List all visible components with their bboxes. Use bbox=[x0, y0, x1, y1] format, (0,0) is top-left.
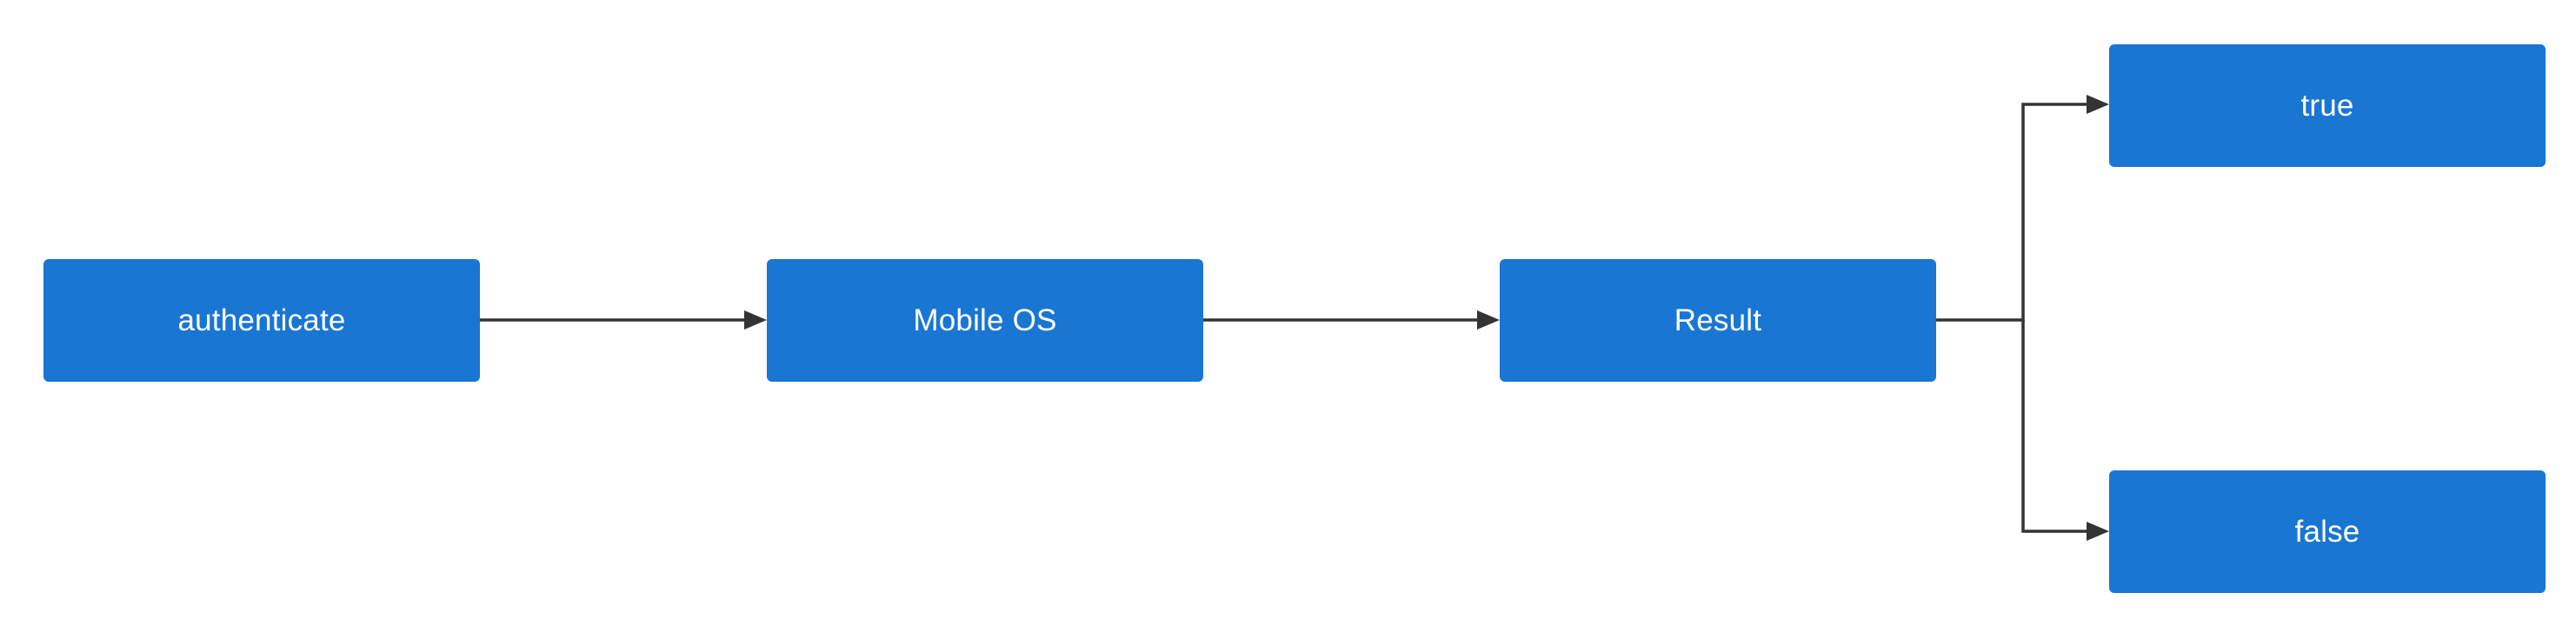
node-label: authenticate bbox=[177, 303, 346, 337]
edge-authenticate-to-mobile-os bbox=[480, 310, 767, 330]
node-result[interactable]: Result bbox=[1500, 259, 1936, 382]
edge-mobile-os-to-result bbox=[1203, 310, 1500, 330]
node-mobile-os[interactable]: Mobile OS bbox=[767, 259, 1203, 382]
arrowhead-icon bbox=[2087, 522, 2109, 541]
node-authenticate[interactable]: authenticate bbox=[43, 259, 480, 382]
node-false[interactable]: false bbox=[2109, 470, 2546, 593]
node-true[interactable]: true bbox=[2109, 44, 2546, 167]
edge-result-to-true bbox=[1936, 95, 2109, 322]
edge-result-to-false bbox=[2021, 320, 2109, 541]
arrowhead-icon bbox=[2087, 95, 2109, 114]
node-label: false bbox=[2294, 514, 2360, 549]
arrowhead-icon bbox=[1477, 310, 1500, 330]
node-label: Result bbox=[1674, 303, 1762, 337]
node-label: Mobile OS bbox=[913, 303, 1057, 337]
arrowhead-icon bbox=[744, 310, 767, 330]
node-label: true bbox=[2300, 88, 2354, 123]
